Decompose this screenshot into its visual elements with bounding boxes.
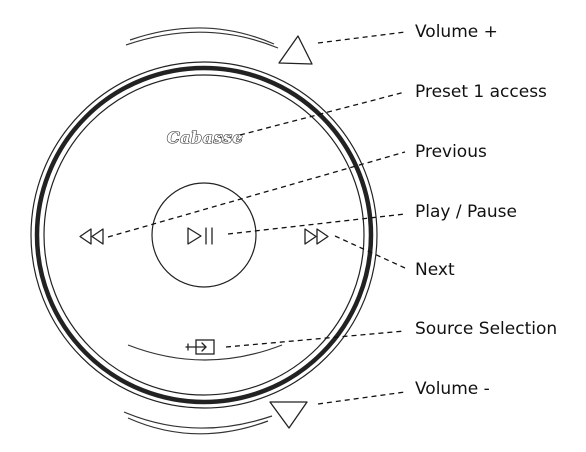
rewind-icon xyxy=(79,228,104,245)
brand-logo: Cabasse xyxy=(167,128,243,147)
leader-play-pause xyxy=(227,213,406,235)
dial-inner-ring xyxy=(43,74,365,396)
volume-down-control[interactable] xyxy=(123,401,308,435)
leader-volume-down xyxy=(317,391,406,405)
play-pause-icon xyxy=(187,227,213,245)
preset-1-button[interactable]: Cabasse xyxy=(166,127,243,147)
play-pause-button-ring xyxy=(151,182,257,288)
source-selection-button[interactable] xyxy=(127,339,283,361)
label-volume-down: Volume - xyxy=(415,379,490,399)
leader-preset-1 xyxy=(239,91,406,136)
fast-forward-icon xyxy=(304,228,329,245)
source-input-icon xyxy=(185,339,215,355)
dial-outer-ring xyxy=(30,61,378,409)
volume-up-arc xyxy=(125,31,279,49)
volume-down-arc-inner xyxy=(127,417,269,435)
label-next: Next xyxy=(415,260,455,280)
volume-down-arc xyxy=(123,411,273,429)
play-pause-button[interactable] xyxy=(151,182,257,288)
volume-up-control[interactable] xyxy=(125,27,313,65)
dial xyxy=(30,61,378,409)
leader-lines xyxy=(107,31,406,405)
label-previous: Previous xyxy=(415,142,487,162)
volume-up-arc-inner xyxy=(129,27,275,45)
label-source-selection: Source Selection xyxy=(415,319,557,339)
label-play-pause: Play / Pause xyxy=(415,202,517,222)
next-button[interactable] xyxy=(304,228,329,245)
dial-bold-ring xyxy=(34,65,374,405)
triangle-down-icon xyxy=(269,401,308,429)
label-volume-up: Volume + xyxy=(415,22,498,42)
label-preset-1: Preset 1 access xyxy=(415,82,547,102)
leader-next xyxy=(334,235,406,269)
callout-labels: Volume + Preset 1 access Previous Play /… xyxy=(415,22,557,399)
triangle-up-icon xyxy=(278,35,313,65)
leader-source-selection xyxy=(225,330,406,348)
leader-volume-up xyxy=(317,31,406,44)
source-selection-arc xyxy=(127,344,283,361)
previous-button[interactable] xyxy=(79,228,104,245)
leader-previous xyxy=(107,151,406,238)
